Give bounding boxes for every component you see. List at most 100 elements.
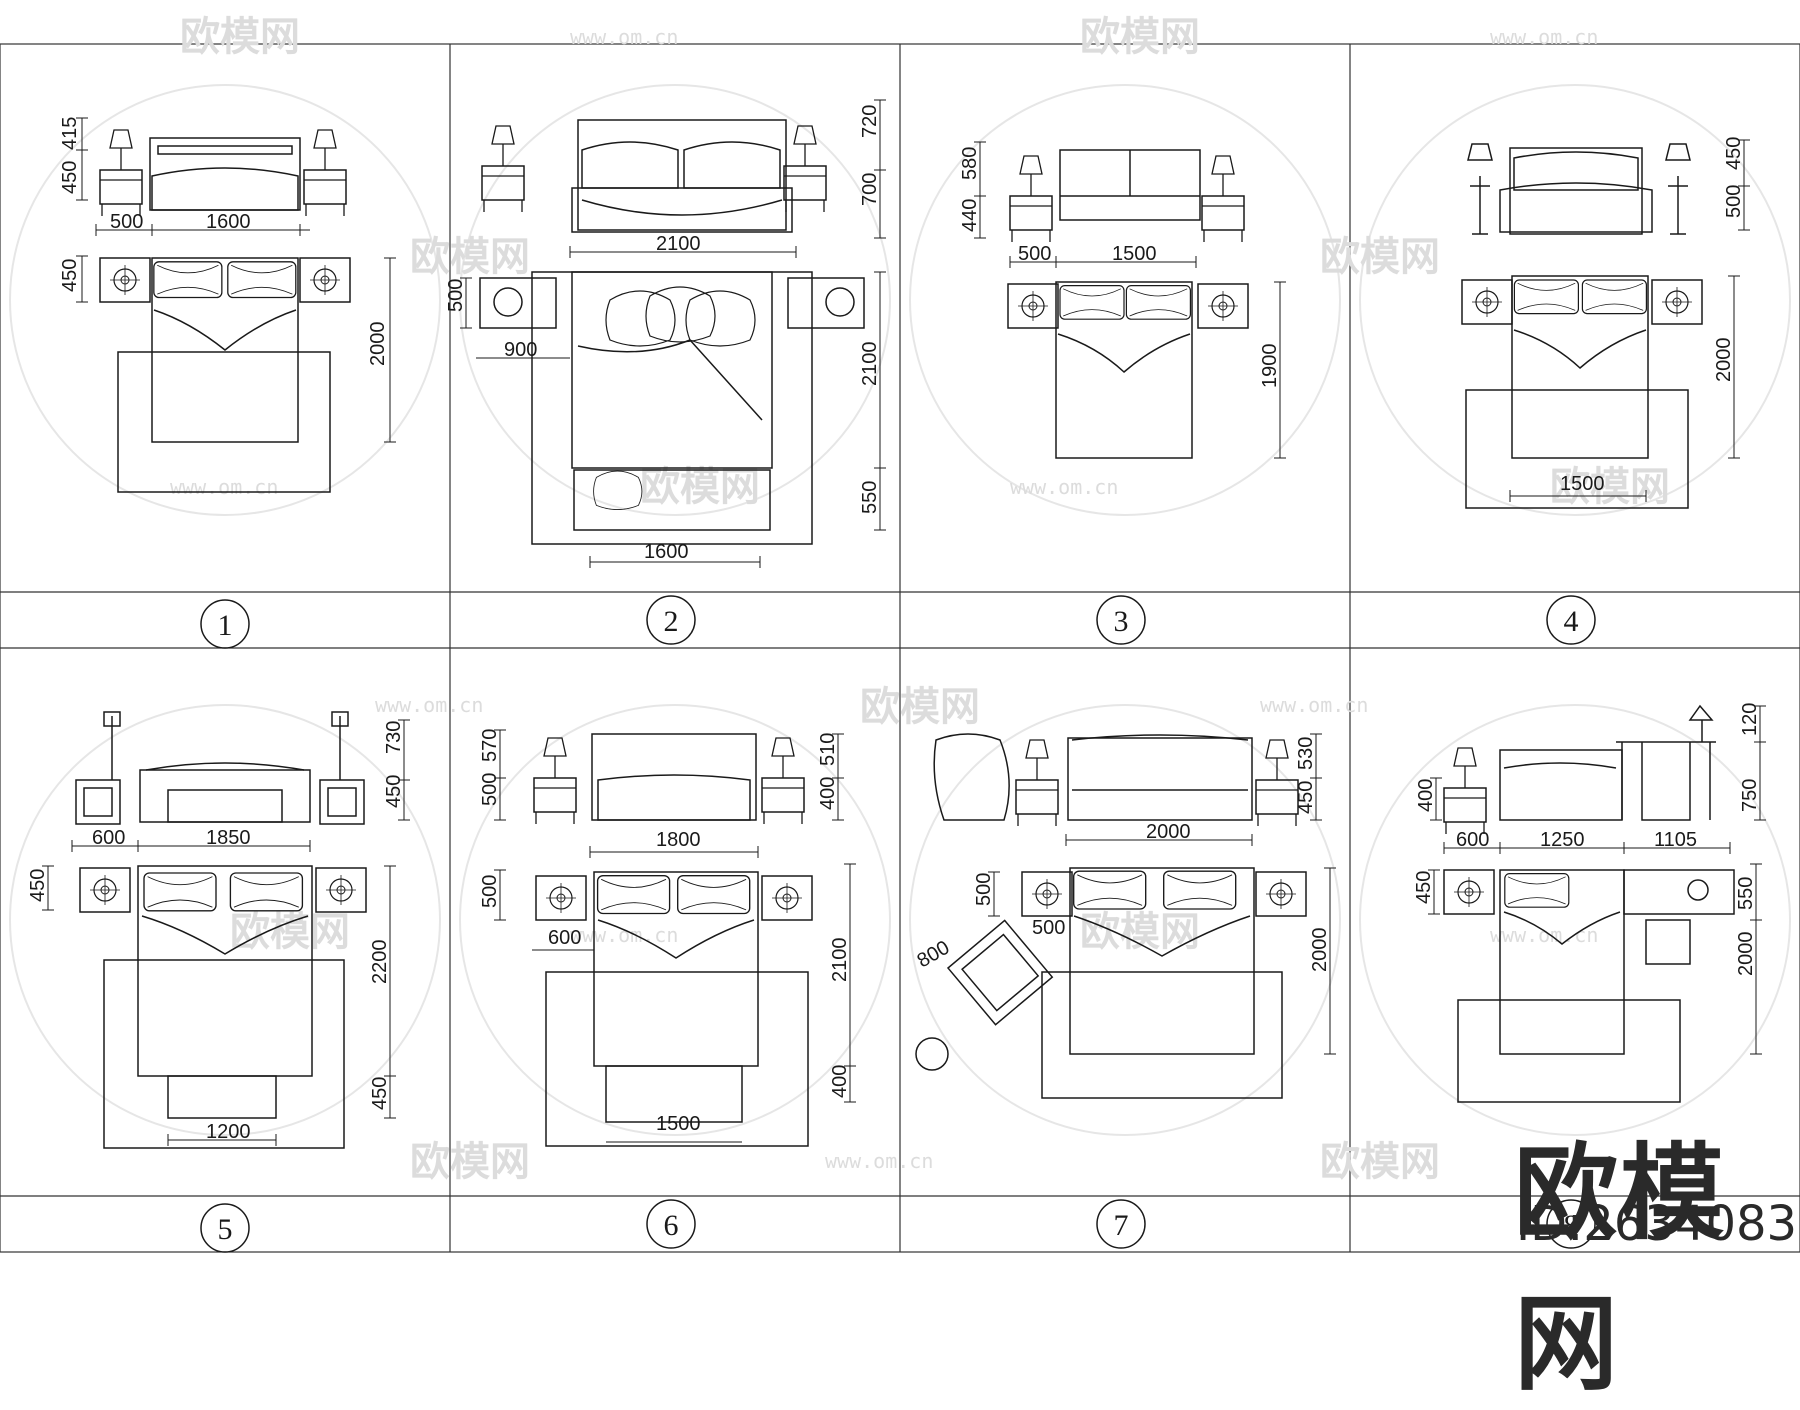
svg-text:欧模网: 欧模网 xyxy=(860,684,980,730)
dim-label: 500 xyxy=(1018,243,1051,265)
dim-label: 2100 xyxy=(656,233,701,255)
panel-number: 8 xyxy=(1564,1209,1579,1242)
dim-label: 2000 xyxy=(1713,338,1735,383)
dim-label: 500 xyxy=(479,773,501,806)
watermark-text-background: 欧模网 欧模网 欧模网 欧模网 欧模网 欧模网 欧模网 欧模网 欧模网 欧模网 … xyxy=(180,14,1670,1185)
dim-label: 400 xyxy=(1415,779,1437,812)
dim-label: 1900 xyxy=(1259,344,1281,389)
watermark-site: www.om.cn xyxy=(170,475,278,499)
dim-label: 700 xyxy=(859,173,881,206)
dim-label: 400 xyxy=(817,777,839,810)
svg-text:欧模网: 欧模网 xyxy=(1550,464,1670,510)
dim-label: 120 xyxy=(1739,703,1761,736)
dim-label: 1500 xyxy=(656,1113,701,1135)
dim-label: 750 xyxy=(1739,779,1761,812)
dim-label: 450 xyxy=(1413,871,1435,904)
dim-label: 1200 xyxy=(206,1121,251,1143)
panel-number: 4 xyxy=(1564,605,1579,638)
dim-label: 800 xyxy=(914,937,954,973)
dim-label: 450 xyxy=(1295,781,1317,814)
panel-number: 6 xyxy=(664,1209,679,1242)
dim-label: 1600 xyxy=(206,211,251,233)
watermark-background xyxy=(9,84,1791,1136)
dim-label: 1105 xyxy=(1654,829,1697,851)
svg-text:欧模网: 欧模网 xyxy=(1080,909,1200,955)
dim-label: 415 xyxy=(59,117,81,150)
dim-label: 450 xyxy=(59,259,81,292)
panel-number: 1 xyxy=(218,609,233,642)
panel-1 xyxy=(76,117,396,493)
dim-label: 450 xyxy=(383,775,405,808)
dim-label: 450 xyxy=(369,1077,391,1110)
dim-label: 1600 xyxy=(644,541,689,563)
dim-label: 500 xyxy=(1032,917,1065,939)
panel-number: 5 xyxy=(218,1213,233,1246)
panel-numbers xyxy=(200,595,1596,1253)
dim-label: 730 xyxy=(383,721,405,754)
watermark-site: www.om.cn xyxy=(570,923,678,947)
dim-label: 2200 xyxy=(369,940,391,985)
dim-label: 580 xyxy=(959,147,981,180)
grid-frame xyxy=(0,43,1800,1253)
dim-label: 600 xyxy=(548,927,581,949)
dim-label: 900 xyxy=(504,339,537,361)
panel-4 xyxy=(1461,139,1750,509)
panel-number: 2 xyxy=(664,605,679,638)
dim-label: 510 xyxy=(817,733,839,766)
watermark-site: www.om.cn xyxy=(1490,923,1598,947)
svg-text:欧模网: 欧模网 xyxy=(410,1139,530,1185)
watermark-site: www.om.cn xyxy=(570,25,678,49)
dim-label: 2000 xyxy=(1309,928,1331,973)
dim-label: 450 xyxy=(1723,137,1745,170)
watermark-logo: 欧模网 xyxy=(1514,1132,1727,1405)
dim-label: 2000 xyxy=(1735,932,1757,977)
panel-5 xyxy=(42,711,410,1149)
svg-text:欧模网: 欧模网 xyxy=(180,14,300,60)
dim-label: 530 xyxy=(1295,737,1317,770)
dim-label: 500 xyxy=(1723,185,1745,218)
dim-label: 500 xyxy=(479,875,501,908)
svg-text:欧模网: 欧模网 xyxy=(230,909,350,955)
dim-label: 440 xyxy=(959,199,981,232)
dim-label: 500 xyxy=(973,873,995,906)
dim-label: 550 xyxy=(859,481,881,514)
panel-7 xyxy=(915,733,1336,1099)
watermark-site: www.om.cn xyxy=(375,693,483,717)
dim-label: 400 xyxy=(829,1065,851,1098)
dim-label: 2100 xyxy=(859,342,881,387)
dim-label: 1500 xyxy=(1560,473,1605,495)
dim-label: 500 xyxy=(110,211,143,233)
bedroom-layout-drawing-sheet: 欧模网 欧模网 欧模网 欧模网 欧模网 欧模网 欧模网 欧模网 欧模网 欧模网 … xyxy=(0,14,1800,1253)
dim-label: 570 xyxy=(479,729,501,762)
watermark-site: www.om.cn xyxy=(1260,693,1368,717)
dim-label: 1250 xyxy=(1540,829,1585,851)
panel-8 xyxy=(1428,704,1766,1103)
panel-2 xyxy=(460,99,886,568)
svg-text:欧模网: 欧模网 xyxy=(1320,1139,1440,1185)
svg-text:欧模网: 欧模网 xyxy=(410,234,530,280)
dim-label: 450 xyxy=(27,869,49,902)
watermark-site: www.om.cn xyxy=(825,1149,933,1173)
dim-label: 550 xyxy=(1735,877,1757,910)
dim-label: 720 xyxy=(859,105,881,138)
dim-label: 1500 xyxy=(1112,243,1157,265)
svg-text:欧模网: 欧模网 xyxy=(1080,14,1200,60)
dim-label: 2100 xyxy=(829,938,851,983)
dim-label: 1850 xyxy=(206,827,251,849)
dim-label: 450 xyxy=(59,161,81,194)
dim-label: 500 xyxy=(445,279,467,312)
dim-label: 1800 xyxy=(656,829,701,851)
watermark-site: www.om.cn xyxy=(1010,475,1118,499)
svg-text:欧模网: 欧模网 xyxy=(1320,234,1440,280)
panel-number: 7 xyxy=(1114,1209,1129,1242)
svg-text:欧模网: 欧模网 xyxy=(640,464,760,510)
panel-6 xyxy=(494,729,856,1147)
watermark-id: ID:2634083 xyxy=(1516,1196,1798,1252)
watermark-site: www.om.cn xyxy=(1490,25,1598,49)
panel-3 xyxy=(974,141,1286,459)
dim-label: 2000 xyxy=(367,322,389,367)
dim-label: 600 xyxy=(1456,829,1489,851)
dim-label: 600 xyxy=(92,827,125,849)
panel-number: 3 xyxy=(1114,605,1129,638)
dim-label: 2000 xyxy=(1146,821,1191,843)
